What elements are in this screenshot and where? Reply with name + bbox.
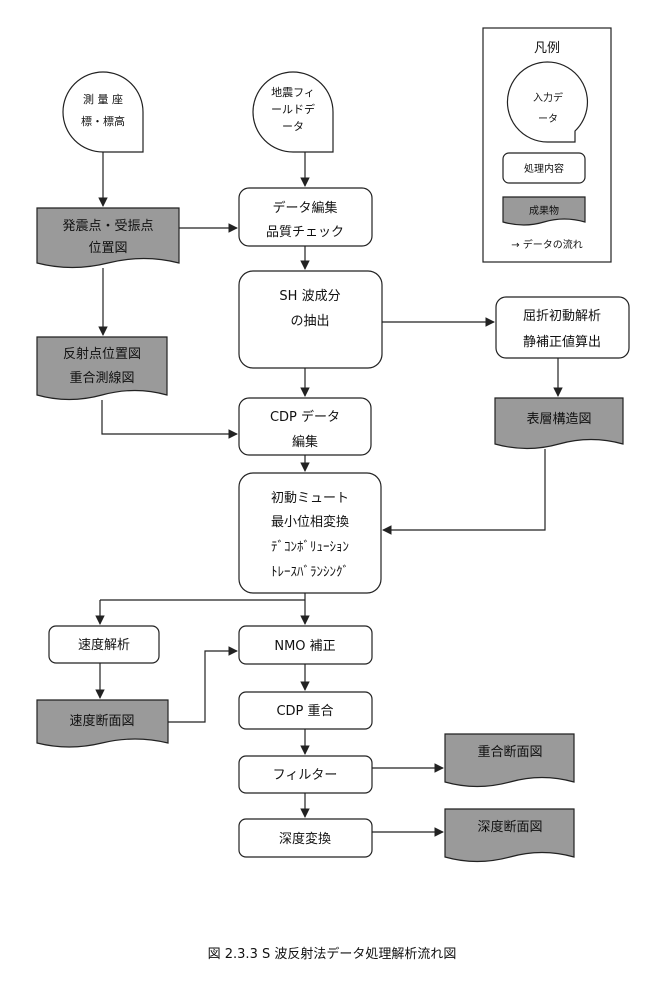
- process-sh-extract: SH 波成分 の抽出: [238, 270, 383, 369]
- legend-input-line1: 入力デ: [533, 91, 563, 104]
- process-sh-extract-line2: の抽出: [290, 314, 329, 329]
- process-cdp-edit: CDP データ 編集: [238, 397, 372, 456]
- input-survey: 測 量 座 標・標高: [62, 71, 144, 153]
- input-field-symbol: [252, 71, 334, 153]
- process-sh-extract-box: [238, 270, 383, 369]
- product-velocity-section: 速度断面図: [36, 699, 169, 748]
- product-shot-receiver-line2: 位置図: [88, 241, 127, 256]
- arrow-velsection-to-nmo: [168, 646, 238, 723]
- figure-caption: 図 2.3.3 S 波反射法データ処理解析流れ図: [208, 946, 457, 962]
- product-reflection-map-shape: [36, 336, 168, 401]
- process-velocity-analysis-box: [48, 625, 160, 664]
- input-survey-line2: 標・標高: [81, 114, 125, 128]
- product-shot-receiver: 発震点・受振点 位置図: [36, 207, 180, 269]
- product-stack-section-label: 重合断面図: [477, 744, 542, 760]
- process-nmo: NMO 補正: [238, 625, 373, 665]
- input-survey-symbol: [62, 71, 144, 153]
- process-cdp-edit-line1: CDP データ: [270, 409, 340, 425]
- legend-process-label: 処理内容: [524, 162, 564, 175]
- product-reflection-map-line1: 反射点位置図: [63, 346, 141, 362]
- process-filter-label: フィルター: [273, 768, 338, 783]
- process-deconvolution-line2: 最小位相変換: [271, 514, 349, 530]
- legend-product-symbol: [502, 196, 586, 226]
- process-velocity-analysis-label: 速度解析: [78, 637, 130, 653]
- process-velocity-analysis: 速度解析: [48, 625, 160, 664]
- product-velocity-section-shape: [36, 699, 169, 748]
- process-data-edit-line1: データ編集: [272, 200, 337, 216]
- legend: 凡例 入力デ ータ 処理内容 成果物 → データの流れ: [482, 27, 612, 263]
- product-depth-section: 深度断面図: [444, 808, 575, 863]
- process-data-edit: データ編集 品質チェック: [238, 187, 373, 247]
- product-shot-receiver-line1: 発震点・受振点: [62, 219, 153, 234]
- process-refraction: 屈折初動解析 静補正値算出: [495, 296, 630, 359]
- input-field-line2: ールドデ: [271, 102, 315, 116]
- process-nmo-label: NMO 補正: [274, 639, 335, 654]
- product-depth-section-shape: [444, 808, 575, 863]
- connectors: [95, 152, 563, 837]
- process-filter: フィルター: [238, 755, 373, 794]
- product-depth-section-label: 深度断面図: [477, 819, 542, 835]
- process-depth-conversion: 深度変換: [238, 818, 373, 858]
- product-surface-layer-shape: [494, 397, 624, 450]
- legend-product-label: 成果物: [529, 204, 559, 217]
- legend-process-symbol: [502, 152, 586, 184]
- input-survey-line1: 測 量 座: [83, 92, 123, 106]
- product-reflection-map-line2: 重合測線図: [69, 370, 134, 386]
- product-surface-layer-label: 表層構造図: [526, 412, 591, 427]
- process-deconvolution-box: [238, 472, 382, 594]
- arrow-reflection-to-cdpedit: [101, 400, 238, 439]
- product-stack-section-shape: [444, 733, 575, 788]
- process-deconvolution: 初動ミュート 最小位相変換 ﾃﾞｺﾝﾎﾞﾘｭｰｼｮﾝ ﾄﾚｰｽﾊﾞﾗﾝｼﾝｸﾞ: [238, 472, 382, 594]
- process-sh-extract-line1: SH 波成分: [279, 289, 340, 304]
- input-field-line1: 地震フィ: [271, 86, 315, 99]
- legend-input-line2: ータ: [538, 113, 558, 125]
- product-stack-section: 重合断面図: [444, 733, 575, 788]
- process-deconvolution-line4: ﾄﾚｰｽﾊﾞﾗﾝｼﾝｸﾞ: [271, 565, 349, 580]
- product-shot-receiver-shape: [36, 207, 180, 269]
- product-velocity-section-label: 速度断面図: [69, 713, 134, 729]
- process-refraction-line2: 静補正値算出: [523, 334, 601, 350]
- legend-title: 凡例: [534, 41, 560, 56]
- legend-input-symbol: [506, 61, 589, 143]
- input-field-line3: ータ: [282, 120, 304, 133]
- process-depth-conversion-label: 深度変換: [279, 831, 331, 847]
- arrow-surface-to-deconv: [382, 449, 546, 535]
- process-cdp-stack: CDP 重合: [238, 691, 373, 730]
- process-refraction-box: [495, 296, 630, 359]
- process-refraction-line1: 屈折初動解析: [523, 309, 601, 324]
- process-cdp-edit-line2: 編集: [292, 434, 318, 450]
- process-cdp-stack-label: CDP 重合: [276, 703, 333, 719]
- process-deconvolution-line1: 初動ミュート: [271, 491, 349, 506]
- process-data-edit-line2: 品質チェック: [266, 225, 344, 240]
- process-depth-conversion-box: [238, 818, 373, 858]
- process-deconvolution-line3: ﾃﾞｺﾝﾎﾞﾘｭｰｼｮﾝ: [271, 540, 349, 555]
- legend-flow-label: → データの流れ: [511, 238, 583, 251]
- product-surface-layer: 表層構造図: [494, 397, 624, 450]
- input-field-data: 地震フィ ールドデ ータ: [252, 71, 334, 153]
- product-reflection-map: 反射点位置図 重合測線図: [36, 336, 168, 401]
